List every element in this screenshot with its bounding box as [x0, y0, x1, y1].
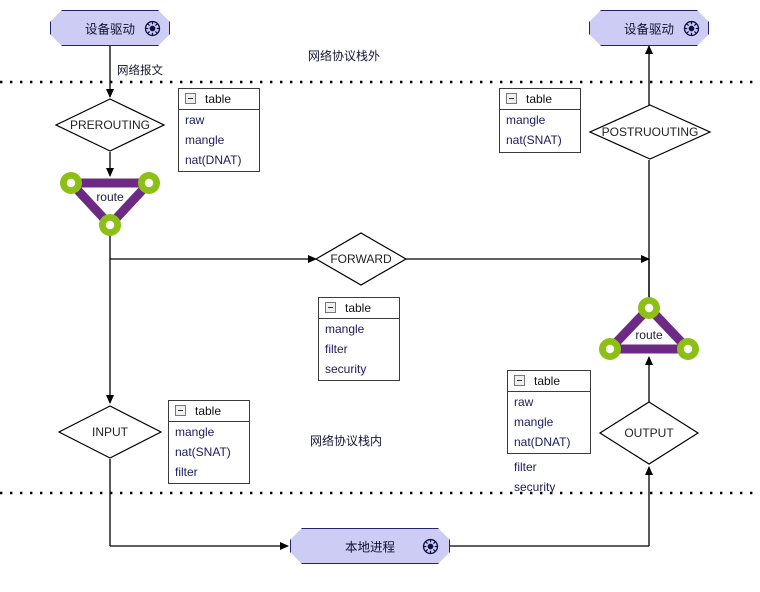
wheel-icon [683, 20, 700, 37]
node-chain-prerouting[interactable]: PREROUTING [54, 98, 166, 152]
route-triangle-shape [60, 172, 160, 236]
diamond-shape [54, 98, 166, 152]
table-row: nat(DNAT) [185, 153, 242, 167]
node-chain-output-label: OUTPUT [624, 426, 674, 440]
node-device-driver-out[interactable]: 设备驱动 [589, 10, 709, 46]
zone-label-inside-stack: 网络协议栈内 [310, 434, 383, 448]
node-device-driver-out-label: 设备驱动 [623, 22, 674, 37]
table-row: nat(DNAT) [514, 435, 571, 449]
collapse-minus-icon[interactable] [185, 93, 196, 104]
table-header[interactable]: table [499, 88, 581, 110]
table-prerouting[interactable]: table raw mangle nat(DNAT) [178, 88, 260, 172]
node-device-driver-in[interactable]: 设备驱动 [50, 10, 170, 46]
node-chain-input-label: INPUT [92, 425, 128, 439]
node-local-process[interactable]: 本地进程 [290, 528, 450, 564]
table-header[interactable]: table [318, 297, 400, 319]
table-row: mangle [185, 133, 225, 147]
node-route-right-label: route [635, 328, 663, 342]
table-postrouting[interactable]: table mangle nat(SNAT) [499, 88, 581, 153]
route-triangle-shape [599, 297, 699, 360]
node-chain-output[interactable]: OUTPUT [598, 401, 700, 465]
node-device-driver-in-label: 设备驱动 [84, 22, 135, 37]
wheel-icon [144, 20, 161, 37]
table-header[interactable]: table [178, 88, 260, 110]
table-header-label: table [205, 91, 232, 106]
node-chain-forward-label: FORWARD [330, 252, 392, 266]
table-row: raw [514, 395, 534, 409]
table-input[interactable]: table mangle nat(SNAT) filter [168, 400, 250, 484]
table-row: mangle [325, 322, 365, 336]
node-chain-postrouting-label: POSTRUOUTING [601, 125, 699, 139]
table-header-label: table [534, 373, 561, 388]
table-header-label: table [345, 300, 372, 315]
diamond-shape [314, 232, 408, 286]
diamond-shape [588, 104, 712, 160]
node-route-left-label: route [96, 190, 124, 204]
table-row: security [325, 362, 367, 376]
node-chain-forward[interactable]: FORWARD [314, 232, 408, 286]
table-output[interactable]: table raw mangle nat(DNAT) filter securi… [507, 370, 591, 494]
node-chain-prerouting-label: PREROUTING [69, 118, 150, 132]
table-header[interactable]: table [168, 400, 250, 422]
table-row: filter [325, 342, 348, 356]
diamond-shape [598, 401, 700, 465]
table-row: nat(SNAT) [175, 445, 231, 459]
diamond-shape [57, 405, 163, 459]
node-local-process-label: 本地进程 [344, 540, 395, 555]
table-row: mangle [514, 415, 554, 429]
collapse-minus-icon[interactable] [325, 302, 336, 313]
table-forward[interactable]: table mangle filter security [318, 297, 400, 381]
table-rows: raw mangle nat(DNAT) [178, 110, 260, 170]
node-route-right[interactable]: route [595, 297, 703, 364]
table-header-label: table [526, 91, 553, 106]
edge-label-packet-in: 网络报文 [115, 62, 165, 78]
table-row: mangle [506, 113, 546, 127]
table-rows: raw mangle nat(DNAT) [507, 392, 591, 452]
table-rows: mangle nat(SNAT) filter [168, 422, 250, 482]
collapse-minus-icon[interactable] [175, 405, 186, 416]
node-chain-postrouting[interactable]: POSTRUOUTING [588, 104, 712, 160]
table-row: filter [175, 465, 198, 479]
wheel-icon [422, 538, 439, 555]
zone-label-outside-stack: 网络协议栈外 [308, 49, 381, 63]
table-rows: mangle filter security [318, 319, 400, 379]
table-row-overflow: filter [514, 460, 537, 474]
table-row-overflow: security [514, 480, 556, 494]
node-chain-input[interactable]: INPUT [57, 405, 163, 459]
table-header-label: table [195, 403, 222, 418]
table-rows: mangle nat(SNAT) [499, 110, 581, 150]
collapse-minus-icon[interactable] [514, 375, 525, 386]
table-header[interactable]: table [507, 370, 591, 392]
table-row: mangle [175, 425, 215, 439]
table-row: raw [185, 113, 205, 127]
table-row: nat(SNAT) [506, 133, 562, 147]
collapse-minus-icon[interactable] [506, 93, 517, 104]
node-route-left[interactable]: route [56, 168, 164, 236]
